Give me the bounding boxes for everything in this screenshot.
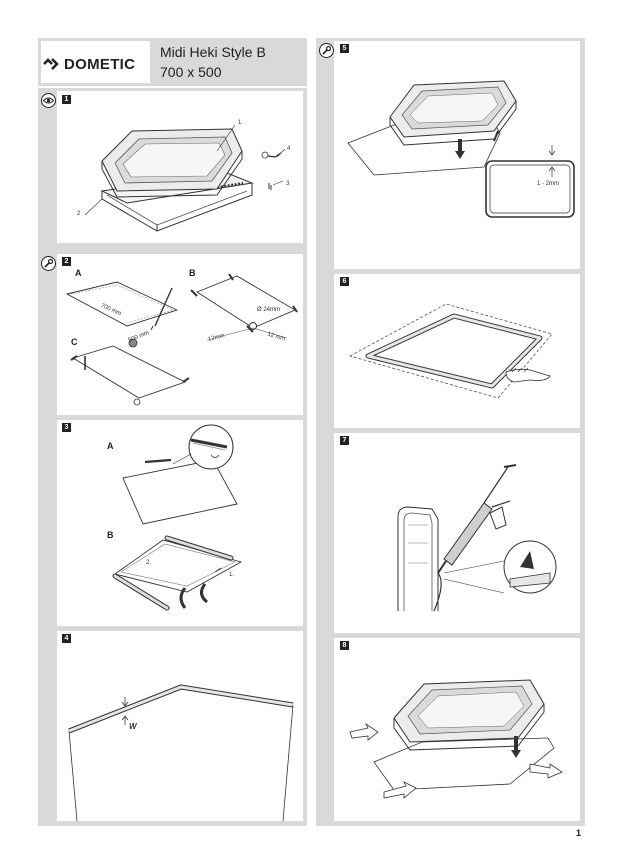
step-3-number: 3 (62, 423, 71, 432)
step-8-illustration (349, 679, 563, 799)
step-4-panel (57, 631, 303, 821)
callout-3: 3 (286, 181, 290, 187)
step-2-label-c: C (71, 337, 78, 347)
model-size: 700 x 500 (160, 64, 222, 80)
model-name: Midi Heki Style B (160, 44, 266, 60)
callout-2: 2 (77, 211, 81, 217)
step-3-panel (57, 420, 303, 626)
step-8-number: 8 (340, 641, 349, 650)
step-3-order-1: 1. (229, 572, 235, 578)
header-frame (38, 38, 307, 86)
step-3-order-2: 2. (146, 560, 152, 566)
step-1-illustration (84, 124, 286, 232)
step-3-illustration (112, 424, 243, 611)
step-6-illustration (348, 303, 553, 399)
step-7-panel (334, 433, 580, 633)
wrench-icon (41, 256, 56, 271)
step-2-drill-size: Ø 24mm (257, 307, 281, 313)
step-5-number: 5 (340, 44, 349, 53)
step-2-label-a: A (75, 268, 82, 278)
step-2-illustration (65, 273, 298, 406)
step-5-gap-label: 1 - 2mm (537, 181, 560, 187)
step-6-number: 6 (340, 277, 349, 286)
brand-name: DOMETIC (64, 55, 136, 73)
step-4-illustration (68, 684, 294, 822)
step-3-label-b: B (107, 530, 114, 540)
wrench-icon (319, 43, 334, 58)
step-7-number: 7 (340, 436, 349, 445)
step-3-label-a: A (107, 441, 114, 451)
step-4-w-label: W (129, 722, 137, 731)
step-2-number: 2 (62, 257, 71, 266)
page-number: 1 (576, 828, 582, 838)
page-title: Midi Heki Style B 700 x 500 (160, 42, 266, 82)
dometic-logo: DOMETIC (42, 52, 135, 76)
step-2-label-b: B (189, 268, 196, 278)
logo-box (41, 41, 150, 83)
step-1-number: 1 (62, 95, 71, 104)
eye-icon (41, 93, 56, 108)
step-5-illustration (347, 80, 575, 218)
logo-chevron-icon (43, 58, 59, 70)
callout-4: 4 (287, 146, 291, 152)
callout-1: 1 (238, 120, 242, 126)
step-4-number: 4 (62, 634, 71, 643)
step-7-illustration (397, 464, 557, 612)
step-2-panel (57, 254, 303, 415)
step-5-panel (334, 41, 580, 269)
